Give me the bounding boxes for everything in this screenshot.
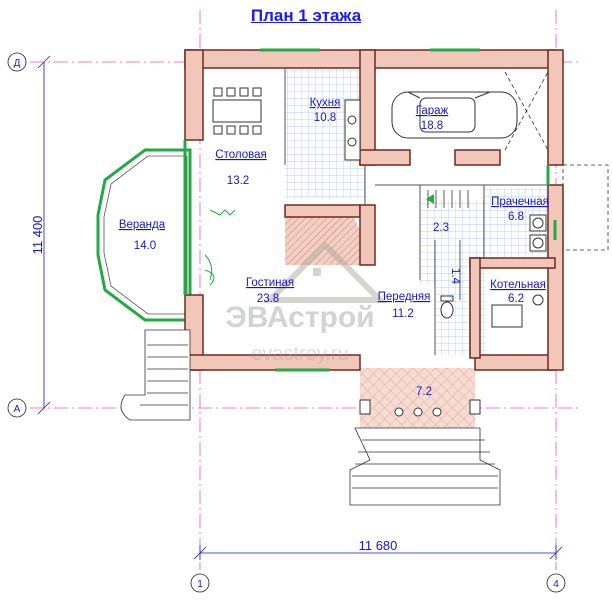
svg-text:А: А: [14, 404, 21, 415]
veranda-stairs: [120, 329, 191, 421]
kitchen-counter: [344, 99, 361, 161]
porch-floor: [360, 368, 475, 428]
living-door-swing: [204, 209, 236, 286]
height-dimension: 11 400: [30, 216, 45, 255]
width-dimension: 11 680: [359, 538, 398, 553]
watermark-brand: ЭВАстрой: [225, 301, 374, 334]
svg-text:1.4: 1.4: [449, 268, 461, 285]
room-area-porch: 7.2: [416, 386, 432, 398]
veranda: [96, 148, 192, 322]
boiler-icon: [491, 294, 544, 328]
room-name-living: Гостиная: [246, 277, 294, 289]
axis-marker-right: 4: [546, 573, 566, 593]
dimension-lines: [37, 55, 563, 560]
room-area-veranda: 14.0: [134, 240, 156, 252]
room-area-stairs: 2.3: [433, 222, 449, 234]
room-area-wc: 1.4: [449, 268, 461, 285]
entrance-stairs: [349, 427, 501, 506]
axis-marker-bottom: А: [7, 398, 27, 418]
windows: [183, 48, 557, 372]
svg-text:Д: Д: [14, 58, 21, 69]
car-icon: [391, 91, 518, 139]
interior-stairs: [426, 190, 469, 208]
page-title: План 1 этажа: [250, 6, 362, 25]
partitions: [284, 68, 548, 355]
toilet-icon: [440, 295, 454, 319]
axis-marker-top: Д: [7, 52, 27, 72]
room-area-living: 23.8: [257, 293, 279, 305]
garage-door: [504, 71, 609, 251]
fireplace: [285, 210, 370, 265]
dining-table-icon: [212, 87, 262, 135]
axis-marker-left: 1: [190, 573, 210, 593]
room-name-boiler: Котельная: [490, 279, 546, 291]
room-area-kitchen: 10.8: [314, 112, 336, 124]
porch-columns: [359, 399, 481, 417]
watermark-site: evastroy.ru: [251, 343, 348, 365]
room-area-garage: 18.8: [421, 120, 443, 132]
watermark-logo: [262, 240, 388, 303]
room-area-dining: 13.2: [227, 175, 249, 187]
room-name-laundry: Прачечная: [491, 196, 549, 208]
laundry-appliances: [529, 214, 547, 252]
room-name-dining: Столовая: [215, 149, 266, 161]
svg-text:1: 1: [197, 579, 203, 590]
svg-text:4: 4: [553, 579, 559, 590]
room-name-veranda: Веранда: [119, 219, 166, 231]
room-area-laundry: 6.8: [508, 211, 524, 223]
room-area-hall: 11.2: [392, 308, 414, 320]
room-name-kitchen: Кухня: [310, 97, 341, 109]
room-area-boiler: 6.2: [508, 293, 524, 305]
room-name-garage: Гараж: [416, 105, 449, 117]
room-name-hall: Передняя: [378, 291, 431, 303]
